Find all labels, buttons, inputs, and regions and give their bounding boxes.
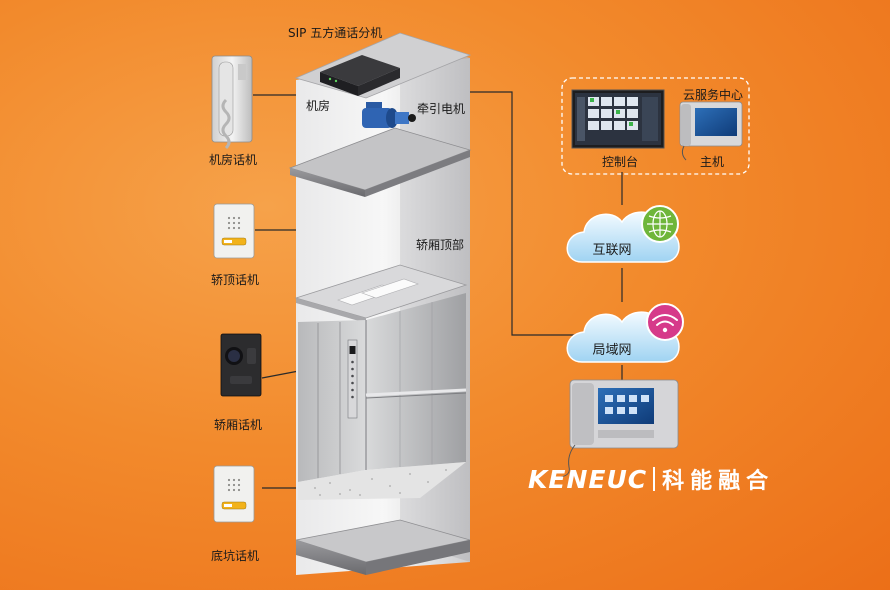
elevator-shaft	[288, 32, 472, 575]
pit-phone	[213, 465, 255, 523]
sip-box-label: SIP 五方通话分机	[288, 26, 383, 40]
sip-extension-box	[320, 55, 400, 96]
phone-machine-room-label: 机房话机	[208, 153, 258, 167]
car-phone	[220, 333, 262, 397]
internet-label: 互联网	[592, 243, 632, 258]
host-device	[679, 101, 743, 161]
brand-logo: KENEUC 科能融合	[528, 462, 774, 496]
car-top-phone	[213, 203, 255, 259]
traction-motor	[362, 102, 416, 128]
console-label: 控制台	[601, 155, 639, 169]
machine-room-label: 机房	[306, 99, 331, 113]
cloud-service-center-group	[561, 77, 750, 175]
brand-divider	[653, 467, 656, 491]
elevator-car	[298, 293, 466, 482]
car-top-label: 轿厢顶部	[416, 238, 465, 252]
lan-label: 局域网	[592, 343, 632, 358]
internet-cloud	[566, 205, 680, 263]
phone-pit-label: 底坑话机	[210, 549, 260, 563]
brand-name-cn: 科能融合	[662, 469, 775, 494]
host-label: 主机	[699, 155, 725, 169]
car-floor	[298, 462, 466, 500]
car-control-panel	[347, 339, 358, 419]
indoor-monitor	[560, 379, 679, 478]
console-screen	[571, 89, 665, 149]
phone-car-label: 轿厢话机	[213, 418, 263, 432]
brand-name-en: KENEUC	[528, 464, 648, 494]
cloud-service-center-label: 云服务中心	[683, 88, 744, 102]
lan-cloud	[566, 303, 684, 363]
phone-car-top-label: 轿顶话机	[210, 273, 260, 287]
traction-motor-label: 牵引电机	[417, 102, 466, 116]
machine-room-handset	[211, 55, 253, 150]
